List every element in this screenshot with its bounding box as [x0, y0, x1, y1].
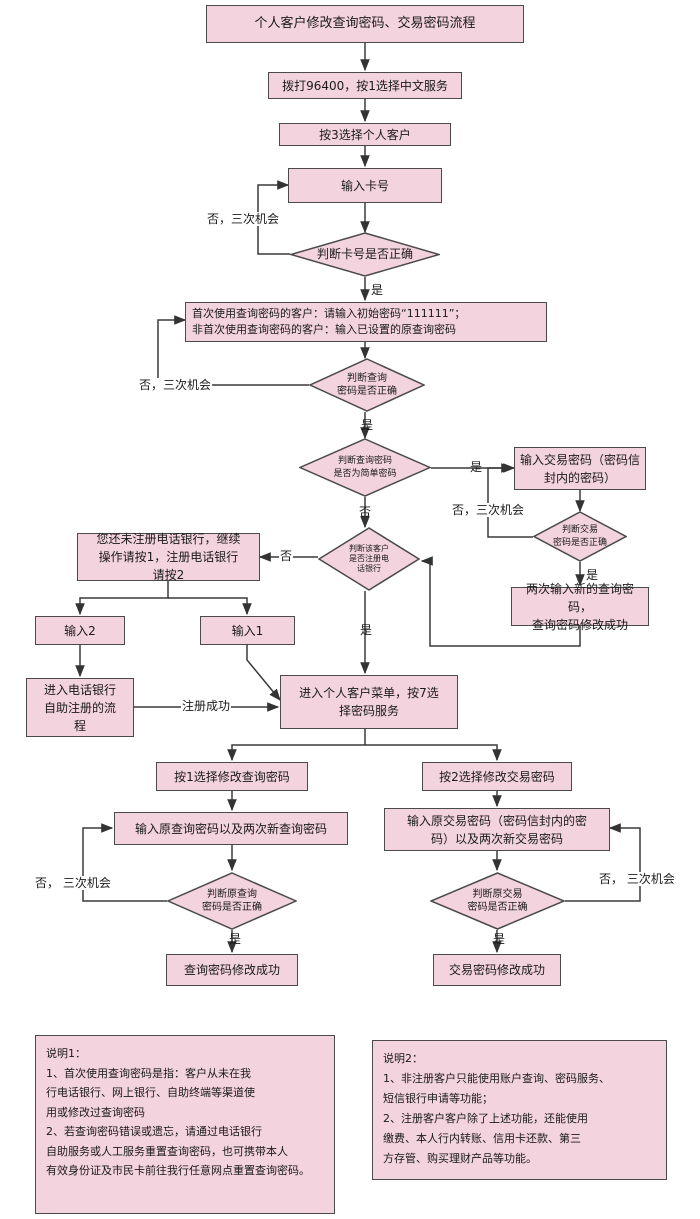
no-simple-label: 否	[359, 505, 372, 519]
retry-old-trade-label: 否， 三次机会	[598, 872, 676, 886]
press-2-trade-box: 按2选择修改交易密码	[422, 762, 572, 791]
no-registered-label: 否	[279, 549, 294, 563]
query-success-box: 查询密码修改成功	[166, 954, 298, 986]
judge-registered-label: 判断该客户 是否注册电 话银行	[349, 544, 389, 573]
new-query-password-box: 两次输入新的查询密码， 查询密码修改成功	[511, 582, 649, 632]
judge-trade-password-diamond: 判断交易 密码是否正确	[533, 511, 627, 562]
retry-old-query-label: 否， 三次机会	[34, 876, 112, 890]
enter-query-password-box: 首次使用查询密码的客户：请输入初始密码“111111”； 非首次使用查询密码的客…	[185, 302, 547, 342]
note-2-panel: 说明2： 1、非注册客户只能使用账户查询、密码服务、 短信银行申请等功能； 2、…	[372, 1040, 667, 1180]
customer-menu-box: 进入个人客户菜单，按7选 择密码服务	[280, 675, 458, 729]
retry-trade-label: 否，三次机会	[451, 503, 526, 517]
judge-simple-password-diamond: 判断查询密码 是否为简单密码	[299, 438, 431, 497]
call-96400-box: 拨打96400，按1选择中文服务	[268, 72, 462, 99]
yes-card-label: 是	[371, 283, 384, 297]
trade-success-box: 交易密码修改成功	[433, 954, 561, 986]
page-title: 个人客户修改查询密码、交易密码流程	[206, 5, 524, 43]
input-card-box: 输入卡号	[288, 168, 442, 203]
judge-simple-password-label: 判断查询密码 是否为简单密码	[333, 455, 397, 479]
judge-registered-diamond: 判断该客户 是否注册电 话银行	[318, 527, 420, 591]
enter-old-query-box: 输入原查询密码以及两次新查询密码	[114, 812, 348, 845]
registration-success-label: 注册成功	[181, 699, 232, 713]
retry-query-label: 否，三次机会	[138, 378, 213, 392]
judge-old-query-diamond: 判断原查询 密码是否正确	[167, 872, 297, 930]
yes-query-label: 是	[361, 418, 374, 432]
yes-simple-label: 是	[470, 460, 483, 474]
press-1-query-box: 按1选择修改查询密码	[156, 762, 308, 791]
input-trade-password-box: 输入交易密码（密码信 封内的密码）	[514, 447, 646, 490]
judge-old-trade-label: 判断原交易 密码是否正确	[467, 889, 528, 913]
judge-query-password-diamond: 判断查询 密码是否正确	[309, 358, 425, 412]
yes-old-query-label: 是	[229, 932, 242, 946]
retry-card-label: 否，三次机会	[206, 212, 281, 226]
yes-trade-label: 是	[586, 568, 599, 582]
judge-query-password-label: 判断查询 密码是否正确	[337, 373, 397, 397]
input-2-box: 输入2	[35, 616, 125, 645]
judge-trade-password-label: 判断交易 密码是否正确	[552, 524, 607, 548]
judge-card-label: 判断卡号是否正确	[316, 247, 413, 261]
judge-old-trade-diamond: 判断原交易 密码是否正确	[430, 872, 565, 930]
phone-registration-box: 进入电话银行 自助注册的流 程	[26, 678, 134, 737]
yes-registered-label: 是	[360, 623, 373, 637]
note-1-panel: 说明1： 1、首次使用查询密码是指：客户从未在我 行电话银行、网上银行、自助终端…	[35, 1035, 335, 1214]
judge-old-query-label: 判断原查询 密码是否正确	[202, 889, 262, 913]
enter-old-trade-box: 输入原交易密码（密码信封内的密 码）以及两次新交易密码	[384, 808, 610, 851]
input-1-box: 输入1	[200, 616, 295, 645]
judge-card-diamond: 判断卡号是否正确	[290, 232, 440, 277]
press-3-box: 按3选择个人客户	[279, 123, 451, 146]
yes-old-trade-label: 是	[493, 932, 506, 946]
not-registered-box: 您还未注册电话银行，继续 操作请按1，注册电话银行 请按2	[77, 532, 260, 582]
